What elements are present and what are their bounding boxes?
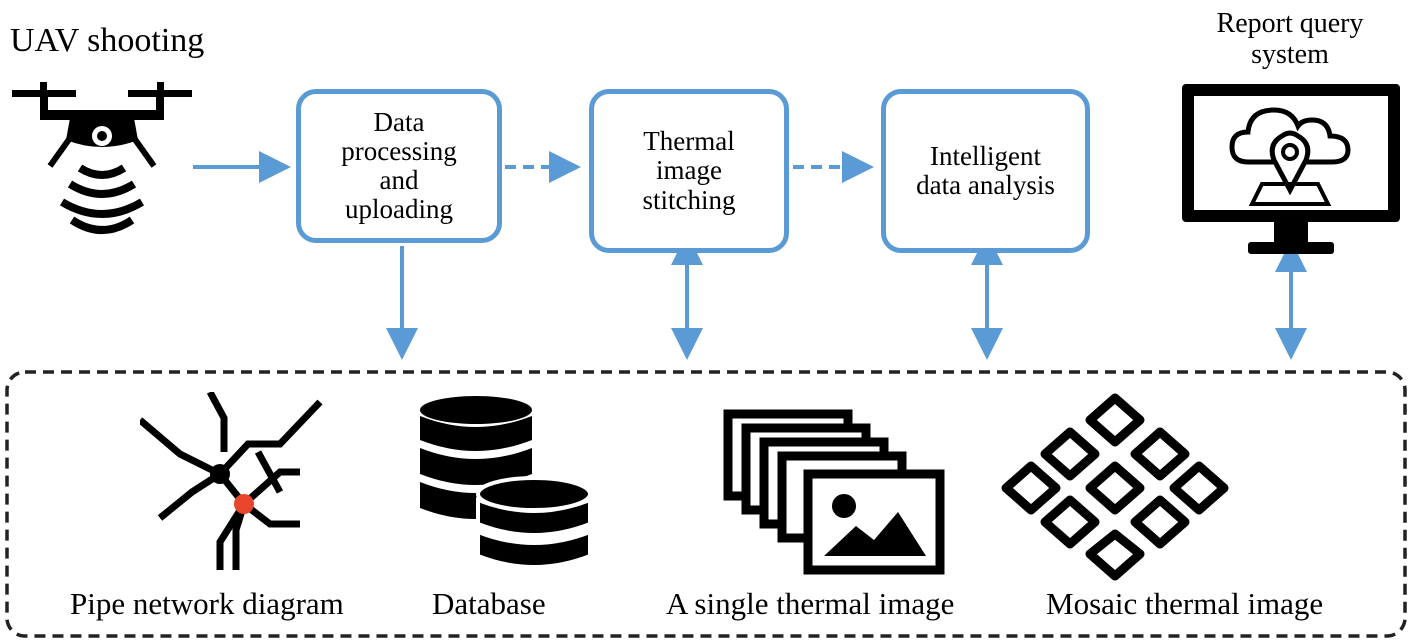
- single-thermal-image-label: A single thermal image: [666, 586, 955, 621]
- step-data-processing: Data processing and uploading: [296, 89, 502, 243]
- image-stack-icon: [723, 409, 945, 575]
- step-data-processing-label: Data processing and uploading: [341, 106, 457, 225]
- drone-icon: [12, 82, 192, 234]
- uav-label: UAV shooting: [10, 22, 205, 59]
- database-icon: [420, 396, 592, 569]
- mosaic-thermal-image-label: Mosaic thermal image: [1046, 586, 1324, 621]
- mosaic-grid-icon: [1001, 393, 1229, 581]
- step-intelligent-analysis-label: Intelligent data analysis: [916, 140, 1055, 200]
- storage-dashed-frame: [5, 370, 1407, 638]
- report-query-label: Report query system: [1216, 8, 1364, 71]
- monitor-cloud-icon: [1182, 84, 1400, 254]
- step-thermal-stitching: Thermal image stitching: [589, 89, 789, 253]
- step-intelligent-analysis: Intelligent data analysis: [881, 89, 1090, 253]
- pipe-network-icon: [140, 392, 323, 570]
- database-label: Database: [432, 586, 546, 621]
- step-thermal-stitching-label: Thermal image stitching: [642, 126, 736, 215]
- pipe-network-label: Pipe network diagram: [70, 586, 344, 621]
